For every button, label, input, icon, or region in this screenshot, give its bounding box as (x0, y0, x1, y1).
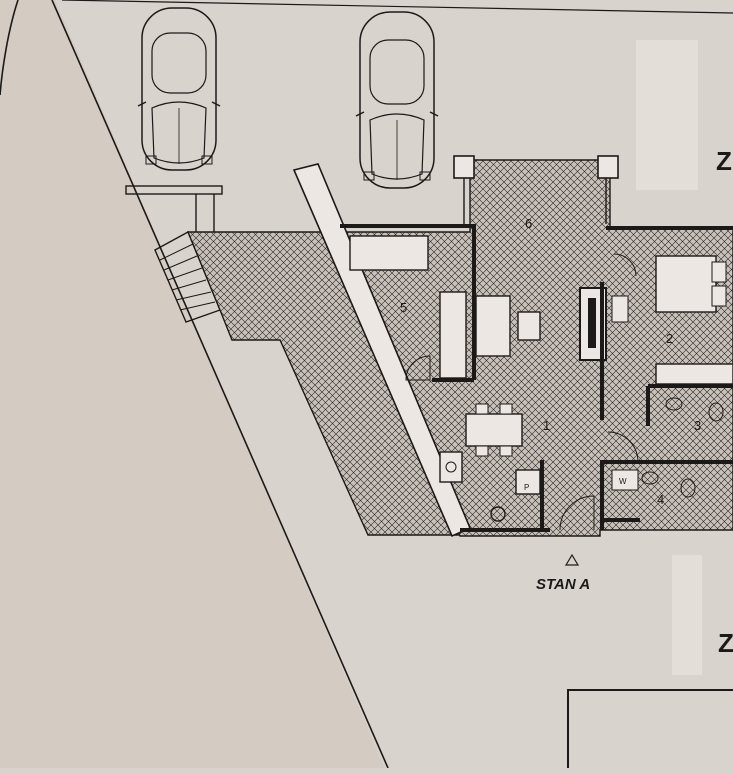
wardrobe-room-2 (655, 363, 733, 385)
column-right (597, 155, 619, 179)
room-number-6: 6 (525, 216, 532, 231)
bed-room-2 (655, 255, 717, 313)
bed-room-5 (349, 235, 429, 271)
paper-shadow-region (0, 0, 385, 768)
neighbouring-unit-outline (567, 689, 733, 768)
room-number-4: 4 (657, 492, 664, 507)
washer-label: W (619, 477, 627, 486)
boundary-line-arc (0, 0, 19, 96)
sofa (475, 295, 511, 357)
room-number-5: 5 (400, 300, 407, 315)
dining-table (465, 413, 523, 447)
apartment-label: STAN A (536, 576, 590, 593)
toilet-room-4 (680, 478, 696, 498)
sink-icon (490, 506, 506, 522)
room-5-walls (340, 224, 476, 382)
edge-label-top: Z (716, 146, 732, 176)
apartment-floor-area (338, 159, 733, 537)
washer-box (611, 469, 639, 491)
washbasin-room-4 (641, 471, 659, 485)
boundary-line-diagonal (51, 0, 389, 769)
entrance-marker-icon (564, 553, 580, 566)
fridge-label: P (524, 483, 529, 492)
dining-chairs (475, 403, 513, 457)
fireplace-insert (588, 298, 596, 348)
wardrobe-room-5 (439, 291, 467, 379)
coffee-table (517, 311, 541, 341)
kitchen-stove (439, 451, 463, 483)
boundary-line-top (61, 0, 733, 14)
external-stairs (125, 185, 223, 323)
nightstand (611, 295, 629, 323)
door-room-4 (607, 431, 639, 463)
door-room-5 (405, 355, 431, 381)
edge-label-bottom: Z (718, 628, 733, 658)
blurred-region-bottom (672, 555, 702, 675)
interior-walls (460, 226, 733, 532)
car-2-icon (355, 11, 439, 189)
washbasin-room-3 (665, 397, 683, 411)
column-left (453, 155, 475, 179)
entrance-door (559, 495, 595, 531)
toilet-room-3 (708, 402, 724, 422)
blurred-region-top (636, 40, 698, 190)
room-number-3: 3 (694, 418, 701, 433)
room-number-1: 1 (543, 418, 550, 433)
room-number-2: 2 (666, 331, 673, 346)
door-room-2 (613, 253, 637, 277)
car-1-icon (137, 7, 221, 171)
